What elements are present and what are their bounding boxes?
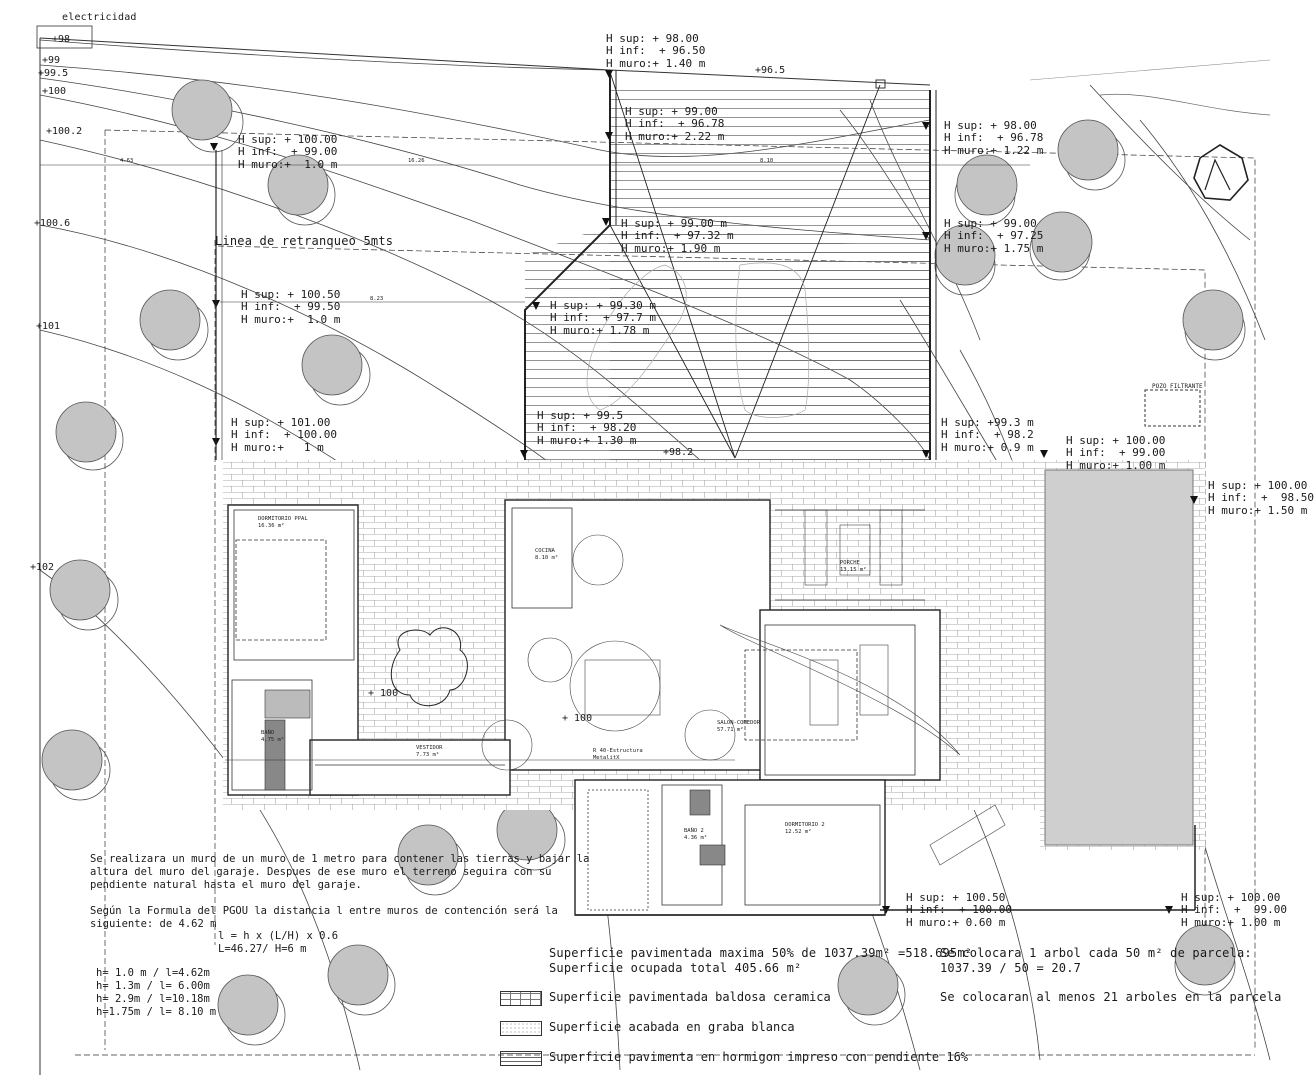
contour-label: +99 bbox=[42, 55, 61, 66]
furniture bbox=[481, 509, 961, 771]
legend-item: Superficie pavimenta en hormigon impreso… bbox=[549, 1050, 969, 1064]
distance-table: h= 1.0 m / l=4.62m h= 1.3m / l= 6.00m h=… bbox=[96, 967, 217, 1018]
contour-label: +102 bbox=[30, 562, 55, 573]
spot-level: +98.2 bbox=[663, 447, 694, 458]
dimension-label: 8.10 bbox=[760, 158, 774, 164]
pit-label: POZO FILTRANTE bbox=[1152, 383, 1203, 390]
site-plan-drawing bbox=[36, 25, 1271, 1075]
contour-label: +100.6 bbox=[34, 218, 71, 229]
contour-label: +101 bbox=[36, 321, 61, 332]
spot-level: +96.5 bbox=[755, 65, 786, 76]
max-paved-surface: Superficie pavimentada maxima 50% de 103… bbox=[549, 946, 973, 960]
electric-label: electricidad bbox=[62, 12, 137, 23]
legend-item: Superficie pavimentada baldosa ceramica bbox=[549, 990, 831, 1004]
structure-note: R 40-Estructura MetalitX bbox=[593, 748, 643, 761]
trees-calc: 1037.39 / 50 = 20.7 bbox=[940, 961, 1082, 975]
swatch-printed-concrete bbox=[500, 1051, 542, 1066]
swatch-ceramic bbox=[500, 991, 542, 1006]
trees-minimum: Se colocaran al menos 21 arboles en la p… bbox=[940, 990, 1282, 1004]
trees bbox=[41, 79, 1246, 1046]
north-arrow-icon bbox=[1193, 144, 1249, 201]
dimension-label: 16.26 bbox=[408, 158, 425, 164]
retaining-wall-note: Se realizara un muro de un muro de 1 met… bbox=[90, 853, 590, 891]
lounger bbox=[929, 804, 1006, 866]
swatch-gravel bbox=[500, 1021, 542, 1036]
dimension-label: 4.63 bbox=[120, 158, 134, 164]
spot-level: + 100 bbox=[368, 688, 399, 699]
legend-item: Superficie acabada en graba blanca bbox=[549, 1020, 795, 1034]
contour-label: +98 bbox=[52, 34, 71, 45]
contour-label: +99.5 bbox=[38, 68, 69, 79]
pgou-formula: l = h x (L/H) x 0.6 L=46.27/ H=6 m bbox=[218, 930, 339, 955]
ramp-post bbox=[875, 79, 886, 89]
trees-rule: Se colocara 1 arbol cada 50 m² de parcel… bbox=[940, 946, 1252, 960]
dimension-lines bbox=[40, 164, 1030, 761]
spot-level: + 100 bbox=[562, 713, 593, 724]
filter-pit bbox=[1144, 389, 1201, 427]
ramp-diagonals bbox=[609, 71, 881, 459]
setback-label: Linea de retranqueo 5mts bbox=[215, 234, 394, 248]
dimension-label: 8.23 bbox=[370, 296, 384, 302]
house-fixtures bbox=[264, 689, 726, 866]
contour-label: +100 bbox=[42, 86, 67, 97]
electric-box bbox=[36, 25, 93, 49]
pool bbox=[1044, 469, 1194, 846]
ramp-walls bbox=[524, 70, 937, 460]
house-walls bbox=[227, 499, 941, 916]
decorative-tree bbox=[390, 627, 468, 707]
contour-label: +100.2 bbox=[46, 126, 83, 137]
cars bbox=[586, 262, 810, 418]
pgou-formula-note: Según la Formula del PGOU la distancia l… bbox=[90, 905, 558, 930]
occupied-surface: Superficie ocupada total 405.66 m² bbox=[549, 961, 802, 975]
